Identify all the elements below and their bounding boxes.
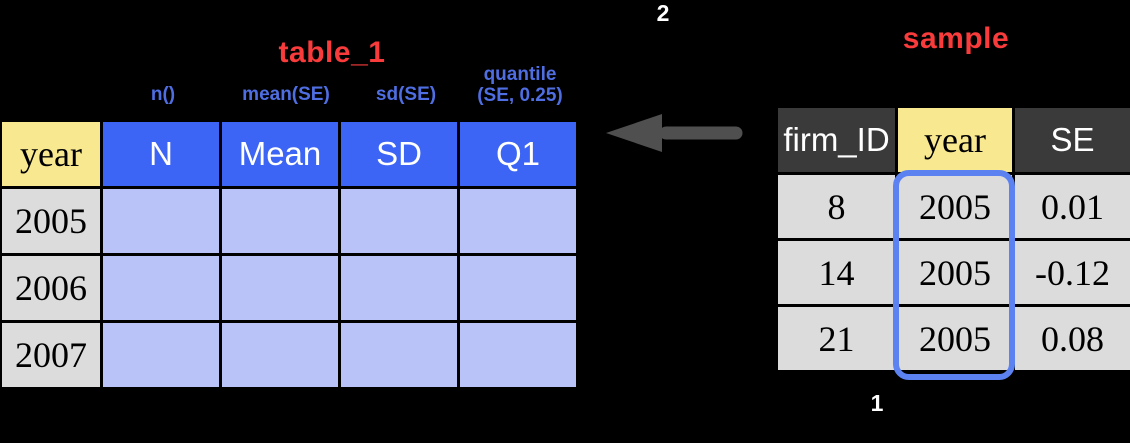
annotation-sd-function: sd(SE)	[375, 84, 437, 105]
table1-year-cell: 2007	[2, 323, 100, 387]
table1-header-q1: Q1	[460, 122, 576, 186]
table1-empty-cell	[460, 189, 576, 253]
table1-empty-cell	[103, 189, 219, 253]
table1-header-mean: Mean	[222, 122, 338, 186]
sample-title: sample	[902, 22, 1010, 55]
annotation-n-function: n()	[150, 84, 176, 105]
table1-year-cell: 2006	[2, 256, 100, 320]
table1-year-cell: 2005	[2, 189, 100, 253]
sample-se-cell: -0.12	[1015, 241, 1130, 304]
sample-header-se: SE	[1015, 108, 1130, 172]
sample-header-firm-id: firm_ID	[778, 108, 895, 172]
table1-empty-cell	[222, 189, 338, 253]
table1-empty-cell	[103, 323, 219, 387]
sample-se-cell: 0.01	[1015, 175, 1130, 238]
sample-year-cell: 2005	[898, 175, 1012, 238]
sample-header-year: year	[898, 108, 1012, 172]
sample-year-cell: 2005	[898, 241, 1012, 304]
table1-empty-cell	[341, 323, 457, 387]
annotation-quantile-function: quantile (SE, 0.25)	[450, 64, 590, 106]
table1-empty-cell	[460, 323, 576, 387]
sample-year-cell: 2005	[898, 307, 1012, 370]
sample-firm-id-cell: 21	[778, 307, 895, 370]
sample-table: firm_ID year SE 8 2005 0.01 14 2005 -0.1…	[778, 108, 1130, 370]
table1-empty-cell	[222, 323, 338, 387]
arrow-left-icon	[604, 112, 746, 154]
sample-se-cell: 0.08	[1015, 307, 1130, 370]
step-2-label: 2	[656, 0, 670, 26]
table1-header-year: year	[2, 122, 100, 186]
summary-table: year N Mean SD Q1 2005 2006 2007	[2, 122, 576, 387]
table1-empty-cell	[103, 256, 219, 320]
table1-empty-cell	[222, 256, 338, 320]
annotation-mean-function: mean(SE)	[242, 84, 330, 105]
annotation-quantile-line2: (SE, 0.25)	[477, 85, 563, 106]
sample-firm-id-cell: 14	[778, 241, 895, 304]
table1-empty-cell	[460, 256, 576, 320]
table1-header-n: N	[103, 122, 219, 186]
sample-firm-id-cell: 8	[778, 175, 895, 238]
annotation-quantile-line1: quantile	[483, 64, 557, 85]
step-1-label: 1	[870, 390, 884, 416]
table-1-title: table_1	[278, 36, 386, 69]
table1-header-sd: SD	[341, 122, 457, 186]
table1-empty-cell	[341, 256, 457, 320]
table1-empty-cell	[341, 189, 457, 253]
